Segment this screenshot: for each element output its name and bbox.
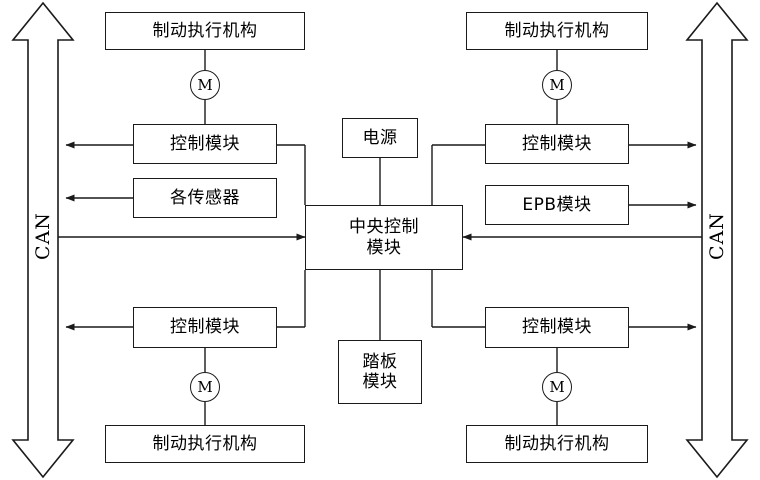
node-power-supply[interactable]: 电源 [342,118,418,158]
can-bus-right-label: CAN [706,212,728,260]
can-bus-right [685,1,749,479]
motor-top-left[interactable]: M [190,70,220,100]
node-actuator-bottom-left[interactable]: 制动执行机构 [105,425,305,463]
node-actuator-top-left[interactable]: 制动执行机构 [105,12,305,50]
motor-top-right[interactable]: M [542,70,572,100]
node-pedal-module[interactable]: 踏板 模块 [338,340,422,404]
node-control-module-bottom-right[interactable]: 控制模块 [485,307,629,348]
node-control-module-top-left[interactable]: 控制模块 [133,124,277,164]
node-actuator-bottom-right[interactable]: 制动执行机构 [466,425,648,463]
motor-bottom-right[interactable]: M [542,372,572,402]
motor-bottom-left[interactable]: M [190,372,220,402]
can-bus-left [11,1,75,479]
node-central-control-module[interactable]: 中央控制 模块 [305,205,463,270]
node-epb-module[interactable]: EPB模块 [485,185,629,225]
can-bus-left-label: CAN [32,212,54,260]
node-actuator-top-right[interactable]: 制动执行机构 [466,12,648,50]
node-sensors[interactable]: 各传感器 [133,178,277,218]
node-control-module-top-right[interactable]: 控制模块 [485,124,629,164]
node-control-module-bottom-left[interactable]: 控制模块 [133,307,277,348]
